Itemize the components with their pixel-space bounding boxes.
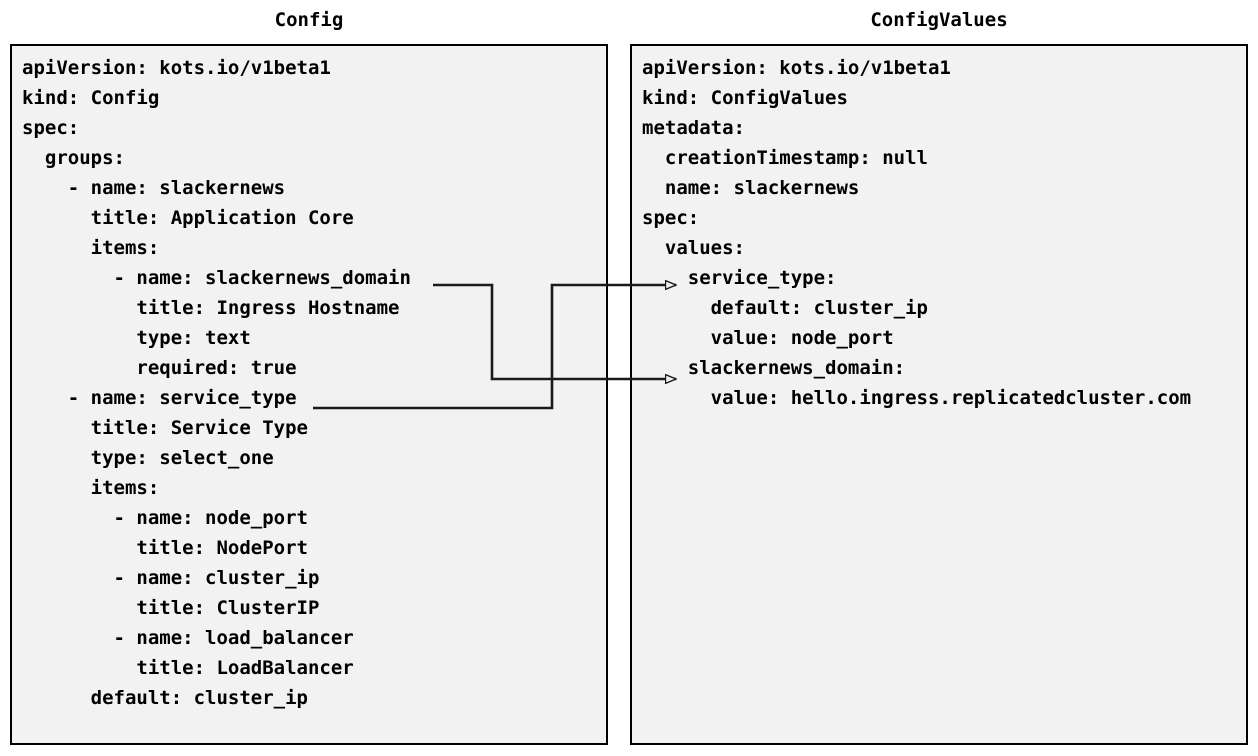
config-yaml-line-14: items: <box>22 477 160 499</box>
config-yaml-line-0: apiVersion: kots.io/v1beta1 <box>22 57 331 79</box>
configvalues-yaml-line-6: values: <box>642 237 745 259</box>
config-yaml-line-20: title: LoadBalancer <box>22 657 354 679</box>
config-yaml-line-8: title: Ingress Hostname <box>22 297 400 319</box>
configvalues-yaml-line-0: apiVersion: kots.io/v1beta1 <box>642 57 951 79</box>
config-panel-title: Config <box>274 9 344 31</box>
configvalues-yaml-line-8: default: cluster_ip <box>642 297 928 319</box>
config-yaml-line-19: - name: load_balancer <box>22 627 354 649</box>
configvalues-yaml-line-11: value: hello.ingress.replicatedcluster.c… <box>642 387 1192 409</box>
configvalues-yaml-text: apiVersion: kots.io/v1beta1 kind: ConfigV… <box>642 53 1246 413</box>
config-yaml-line-11: - name: service_type <box>22 387 297 409</box>
config-yaml-line-16: title: NodePort <box>22 537 308 559</box>
configvalues-yaml-line-1: kind: ConfigValues <box>642 87 848 109</box>
config-yaml-line-3: groups: <box>22 147 125 169</box>
config-yaml-line-9: type: text <box>22 327 251 349</box>
config-yaml-line-5: title: Application Core <box>22 207 354 229</box>
config-yaml-line-10: required: true <box>22 357 297 379</box>
config-yaml-line-6: items: <box>22 237 160 259</box>
config-yaml-line-13: type: select_one <box>22 447 274 469</box>
configvalues-yaml-panel: apiVersion: kots.io/v1beta1 kind: ConfigV… <box>630 44 1248 745</box>
config-yaml-line-21: default: cluster_ip <box>22 687 308 709</box>
configvalues-yaml-line-9: value: node_port <box>642 327 894 349</box>
configvalues-yaml-line-2: metadata: <box>642 117 745 139</box>
config-yaml-line-4: - name: slackernews <box>22 177 286 199</box>
config-yaml-line-12: title: Service Type <box>22 417 308 439</box>
config-yaml-line-15: - name: node_port <box>22 507 308 529</box>
configvalues-yaml-line-3: creationTimestamp: null <box>642 147 928 169</box>
config-yaml-line-2: spec: <box>22 117 80 139</box>
config-yaml-panel: apiVersion: kots.io/v1beta1 kind: Config s… <box>10 44 608 745</box>
configvalues-yaml-line-4: name: slackernews <box>642 177 860 199</box>
configvalues-yaml-line-5: spec: <box>642 207 700 229</box>
config-yaml-line-18: title: ClusterIP <box>22 597 320 619</box>
config-yaml-text: apiVersion: kots.io/v1beta1 kind: Config s… <box>22 53 606 713</box>
config-yaml-line-17: - name: cluster_ip <box>22 567 320 589</box>
configvalues-panel-title: ConfigValues <box>870 9 1008 31</box>
configvalues-yaml-line-10: slackernews_domain: <box>642 357 906 379</box>
configvalues-yaml-line-7: service_type: <box>642 267 837 289</box>
config-yaml-line-7: - name: slackernews_domain <box>22 267 411 289</box>
config-yaml-line-1: kind: Config <box>22 87 160 109</box>
